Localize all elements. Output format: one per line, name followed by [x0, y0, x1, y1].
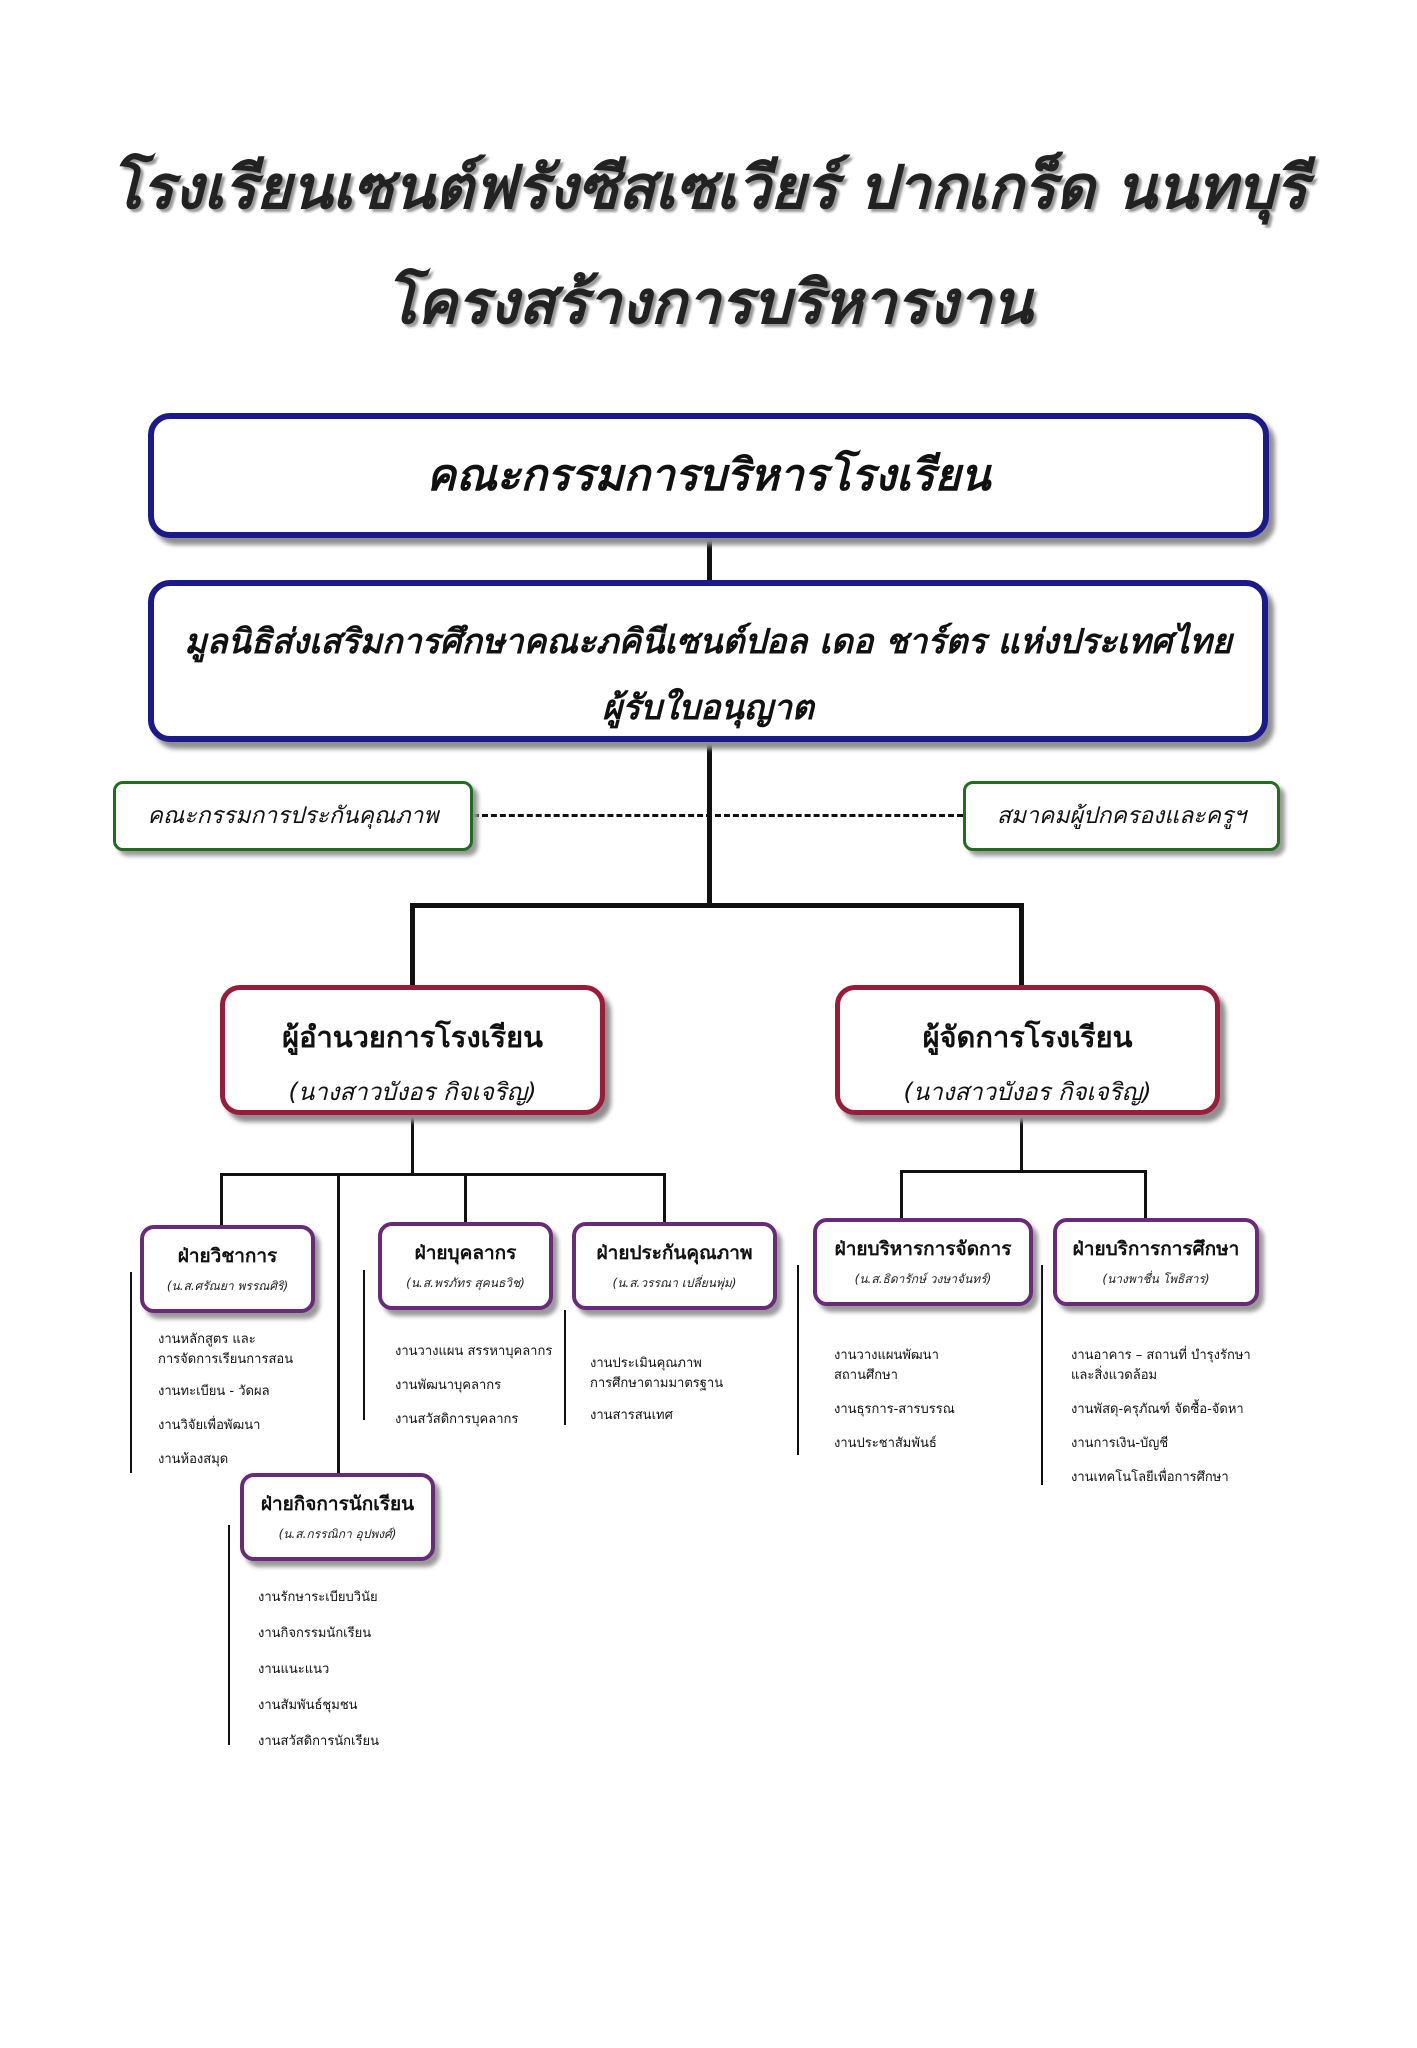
- dept-personnel-head: (น.ส.พรภัทร สุคนธวิช): [406, 1276, 525, 1290]
- connector-to-manager: [1019, 903, 1024, 985]
- dept-admin-box: ฝ่ายบริหารการจัดการ (น.ส.ธิดารักษ์ วงษาจ…: [813, 1218, 1033, 1306]
- qa-committee-label: คณะกรรมการประกันคุณภาพ: [147, 803, 439, 829]
- bracket-quality: [564, 1310, 566, 1425]
- quality-task-list: งานประเมินคุณภาพ การศึกษาตามมาตรฐาน งานส…: [590, 1354, 723, 1426]
- foundation-line2: ผู้รับใบอนุญาต: [602, 688, 814, 728]
- task-item: งานธุรการ-สารบรรณ: [834, 1402, 955, 1417]
- dept-student-box: ฝ่ายกิจการนักเรียน (น.ส.กรรณิกา อุปพงศ์): [240, 1473, 435, 1561]
- connector-horizontal-main: [410, 903, 1024, 908]
- dept-personnel-title: ฝ่ายบุคลากร: [414, 1242, 517, 1264]
- dept-academic-head: (น.ส.ศรัณยา พรรณศิริ): [166, 1279, 289, 1293]
- task-item: งานประชาสัมพันธ์: [834, 1436, 937, 1451]
- dept-student-head: (น.ส.กรรณิกา อุปพงศ์): [278, 1527, 397, 1541]
- board-label: คณะกรรมการบริหารโรงเรียน: [426, 450, 991, 501]
- task-item: การศึกษาตามมาตรฐาน: [590, 1376, 724, 1391]
- director-name: (นางสาวบังอร กิจเจริญ): [288, 1078, 537, 1106]
- task-item: การจัดการเรียนการสอน: [158, 1352, 294, 1367]
- manager-box: ผู้จัดการโรงเรียน (นางสาวบังอร กิจเจริญ): [835, 985, 1220, 1115]
- task-item: งานวางแผน สรรหาบุคลากร: [395, 1344, 553, 1359]
- task-item: งานรักษาระเบียบวินัย: [258, 1590, 378, 1605]
- board-box: คณะกรรมการบริหารโรงเรียน: [148, 413, 1269, 538]
- task-item: งานสวัสดิการนักเรียน: [258, 1734, 379, 1749]
- task-item: สถานศึกษา: [834, 1368, 898, 1383]
- connector-director-down: [411, 1115, 414, 1175]
- task-item: งานสัมพันธ์ชุมชน: [258, 1698, 358, 1713]
- foundation-line1: มูลนิธิส่งเสริมการศึกษาคณะภคินีเซนต์ปอล …: [184, 622, 1232, 662]
- connector-to-director: [410, 903, 415, 985]
- bracket-personnel: [363, 1270, 365, 1420]
- manager-title: ผู้จัดการโรงเรียน: [922, 1020, 1133, 1054]
- connector-to-student: [337, 1173, 340, 1473]
- task-item: งานพัสดุ-ครุภัณฑ์ จัดซื้อ-จัดหา: [1071, 1402, 1244, 1417]
- task-item: งานแนะแนว: [258, 1662, 330, 1677]
- dept-quality-box: ฝ่ายประกันคุณภาพ (น.ส.วรรณา เปลี่ยนพุ่ม): [572, 1222, 777, 1310]
- admin-task-list: งานวางแผนพัฒนา สถานศึกษา งานธุรการ-สารบร…: [834, 1346, 955, 1454]
- task-item: งานประเมินคุณภาพ: [590, 1356, 702, 1371]
- dashed-connector: [473, 814, 963, 817]
- task-item: งานสวัสดิการบุคลากร: [395, 1412, 519, 1427]
- personnel-task-list: งานวางแผน สรรหาบุคลากร งานพัฒนาบุคลากร ง…: [395, 1342, 552, 1430]
- task-item: งานห้องสมุด: [158, 1452, 229, 1467]
- student-task-list: งานรักษาระเบียบวินัย งานกิจกรรมนักเรียน …: [258, 1588, 379, 1752]
- task-item: งานหลักสูตร และ: [158, 1332, 256, 1347]
- manager-name: (นางสาวบังอร กิจเจริญ): [903, 1078, 1152, 1106]
- dept-quality-head: (น.ส.วรรณา เปลี่ยนพุ่ม): [612, 1276, 737, 1290]
- dept-admin-head: (น.ส.ธิดารักษ์ วงษาจันทร์): [854, 1272, 992, 1286]
- director-box: ผู้อำนวยการโรงเรียน (นางสาวบังอร กิจเจริ…: [220, 985, 605, 1115]
- parents-assoc-box: สมาคมผู้ปกครองและครูฯ: [963, 781, 1280, 851]
- parents-assoc-label: สมาคมผู้ปกครองและครูฯ: [996, 803, 1247, 829]
- task-item: งานอาคาร – สถานที่ บำรุงรักษา: [1071, 1348, 1251, 1363]
- dept-personnel-box: ฝ่ายบุคลากร (น.ส.พรภัทร สุคนธวิช): [378, 1222, 553, 1310]
- task-item: งานพัฒนาบุคลากร: [395, 1378, 502, 1393]
- task-item: งานเทคโนโลยีเพื่อการศึกษา: [1071, 1470, 1229, 1485]
- connector-manager-branch: [900, 1170, 1147, 1173]
- academic-task-list: งานหลักสูตร และ การจัดการเรียนการสอน งาน…: [158, 1330, 293, 1470]
- task-item: งานวิจัยเพื่อพัฒนา: [158, 1418, 261, 1433]
- page-title-line1: โรงเรียนเซนต์ฟรังซีสเซเวียร์ ปากเกร็ด นน…: [109, 153, 1308, 223]
- connector-to-quality: [663, 1173, 666, 1225]
- bracket-admin: [797, 1265, 799, 1455]
- bracket-academic: [130, 1272, 132, 1473]
- connector-to-personnel: [464, 1173, 467, 1225]
- task-item: และสิ่งแวดล้อม: [1071, 1368, 1158, 1383]
- task-item: งานสารสนเทศ: [590, 1408, 673, 1423]
- dept-services-head: (นางพาชื่น โพธิสาร): [1102, 1272, 1210, 1286]
- dept-quality-title: ฝ่ายประกันคุณภาพ: [596, 1242, 753, 1264]
- connector-to-services: [1144, 1170, 1147, 1220]
- task-item: งานวางแผนพัฒนา: [834, 1348, 939, 1363]
- page-title-line2: โครงสร้างการบริหารงาน: [384, 268, 1033, 338]
- connector-to-academic: [220, 1173, 223, 1229]
- dept-academic-title: ฝ่ายวิชาการ: [177, 1245, 278, 1267]
- task-item: งานกิจกรรมนักเรียน: [258, 1626, 372, 1641]
- task-item: งานการเงิน-บัญชี: [1071, 1436, 1169, 1451]
- connector-director-branch: [220, 1173, 666, 1176]
- dept-admin-title: ฝ่ายบริหารการจัดการ: [834, 1238, 1012, 1260]
- bracket-student: [228, 1525, 230, 1745]
- connector-manager-down: [1020, 1115, 1023, 1172]
- bracket-services: [1041, 1265, 1043, 1485]
- connector-to-admin: [900, 1170, 903, 1220]
- connector-foundation-trunk: [707, 742, 712, 908]
- qa-committee-box: คณะกรรมการประกันคุณภาพ: [113, 781, 473, 851]
- dept-services-box: ฝ่ายบริการการศึกษา (นางพาชื่น โพธิสาร): [1053, 1218, 1259, 1306]
- foundation-box: มูลนิธิส่งเสริมการศึกษาคณะภคินีเซนต์ปอล …: [148, 580, 1268, 742]
- director-title: ผู้อำนวยการโรงเรียน: [282, 1020, 543, 1054]
- dept-services-title: ฝ่ายบริการการศึกษา: [1072, 1238, 1240, 1260]
- dept-student-title: ฝ่ายกิจการนักเรียน: [260, 1493, 415, 1515]
- task-item: งานทะเบียน - วัดผล: [158, 1384, 270, 1399]
- connector-board-foundation: [707, 538, 712, 580]
- services-task-list: งานอาคาร – สถานที่ บำรุงรักษา และสิ่งแวด…: [1071, 1346, 1251, 1488]
- dept-academic-box: ฝ่ายวิชาการ (น.ส.ศรัณยา พรรณศิริ): [140, 1225, 315, 1313]
